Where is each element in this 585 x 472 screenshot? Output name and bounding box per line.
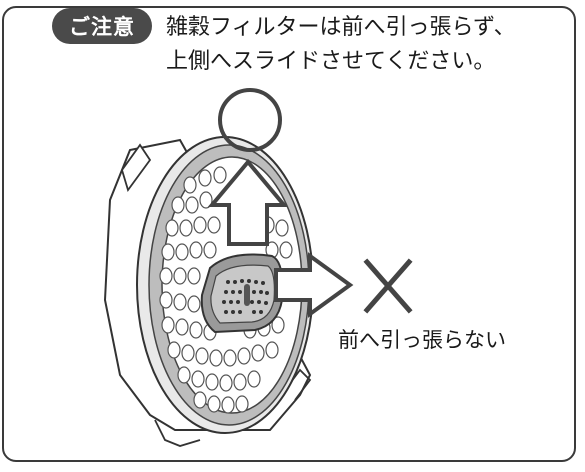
arrow-up-icon [207,158,289,246]
caution-badge: ご注意 [52,8,152,44]
cross-ng-icon [363,258,413,314]
arrow-right-icon [274,252,354,318]
circle-ok-icon [218,88,282,152]
notice-text-line2: 上側へスライドさせてください。 [166,49,496,74]
ng-caption: 前へ引っ張らない [338,328,506,352]
grain-filter [200,253,284,334]
notice-text-line1: 雑穀フィルターは前へ引っ張らず、 [166,15,516,40]
notice-header: ご注意 雑穀フィルターは前へ引っ張らず、 上側へスライドさせてください。 [0,0,585,80]
